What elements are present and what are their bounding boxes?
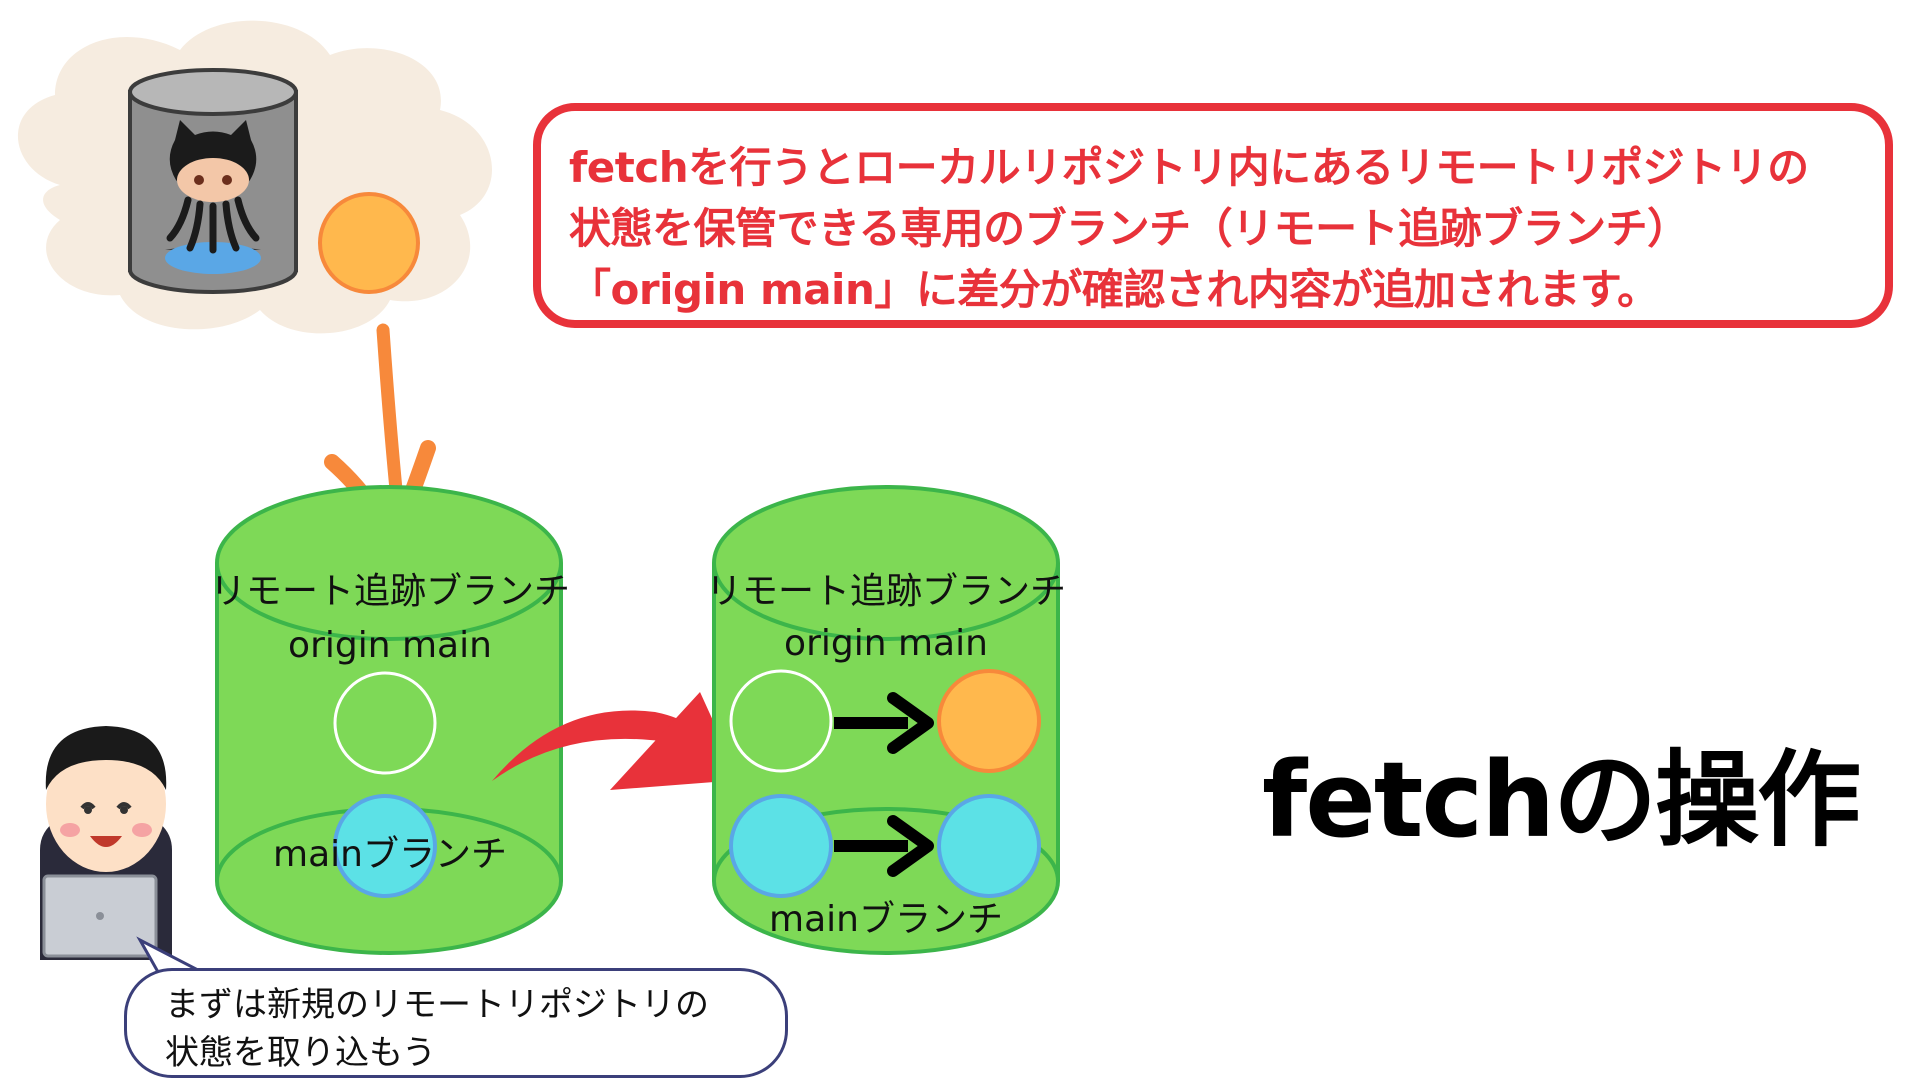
callout-line-3: 「origin main」に差分が確認され内容が追加されます。 — [569, 265, 1659, 314]
left-tracking-branch-label: リモート追跡ブランチ — [209, 571, 570, 612]
transfer-arrow — [492, 692, 740, 790]
right-main-cyan-commit-1 — [729, 794, 833, 898]
right-origin-orange-commit — [937, 669, 1041, 773]
left-origin-main-label: origin main — [288, 625, 492, 666]
speech-line-2: 状態を取り込もう — [165, 1033, 436, 1073]
speech-bubble: まずは新規のリモートリポジトリの 状態を取り込もう — [124, 968, 788, 1078]
right-repo-cylinder — [712, 485, 1060, 955]
fetch-explanation-callout: fetchを行うとローカルリポジトリ内にあるリモートリポジトリの 状態を保管でき… — [533, 103, 1893, 328]
right-main-link-arrow — [834, 815, 934, 877]
speech-line-1: まずは新規のリモートリポジトリの — [165, 985, 709, 1025]
right-origin-empty-commit — [729, 669, 833, 773]
right-tracking-branch-label: リモート追跡ブランチ — [705, 571, 1066, 612]
fetch-operation-title: fetchの操作 — [1262, 739, 1861, 861]
callout-line-1: fetchを行うとローカルリポジトリ内にあるリモートリポジトリの — [569, 143, 1809, 192]
callout-line-2: 状態を保管できる専用のブランチ（リモート追跡ブランチ） — [569, 204, 1689, 253]
left-main-cyan-commit — [333, 794, 437, 898]
left-repo-cylinder — [215, 485, 563, 955]
left-origin-empty-commit — [333, 671, 437, 775]
right-main-branch-label: mainブランチ — [769, 899, 1003, 940]
left-main-branch-label: mainブランチ — [273, 834, 507, 875]
github-octocat-icon — [166, 120, 260, 254]
right-main-cyan-commit-2 — [937, 794, 1041, 898]
remote-new-commit — [318, 192, 420, 294]
right-origin-link-arrow — [834, 692, 934, 754]
person-with-laptop-icon — [40, 726, 172, 960]
right-origin-main-label: origin main — [784, 623, 988, 664]
